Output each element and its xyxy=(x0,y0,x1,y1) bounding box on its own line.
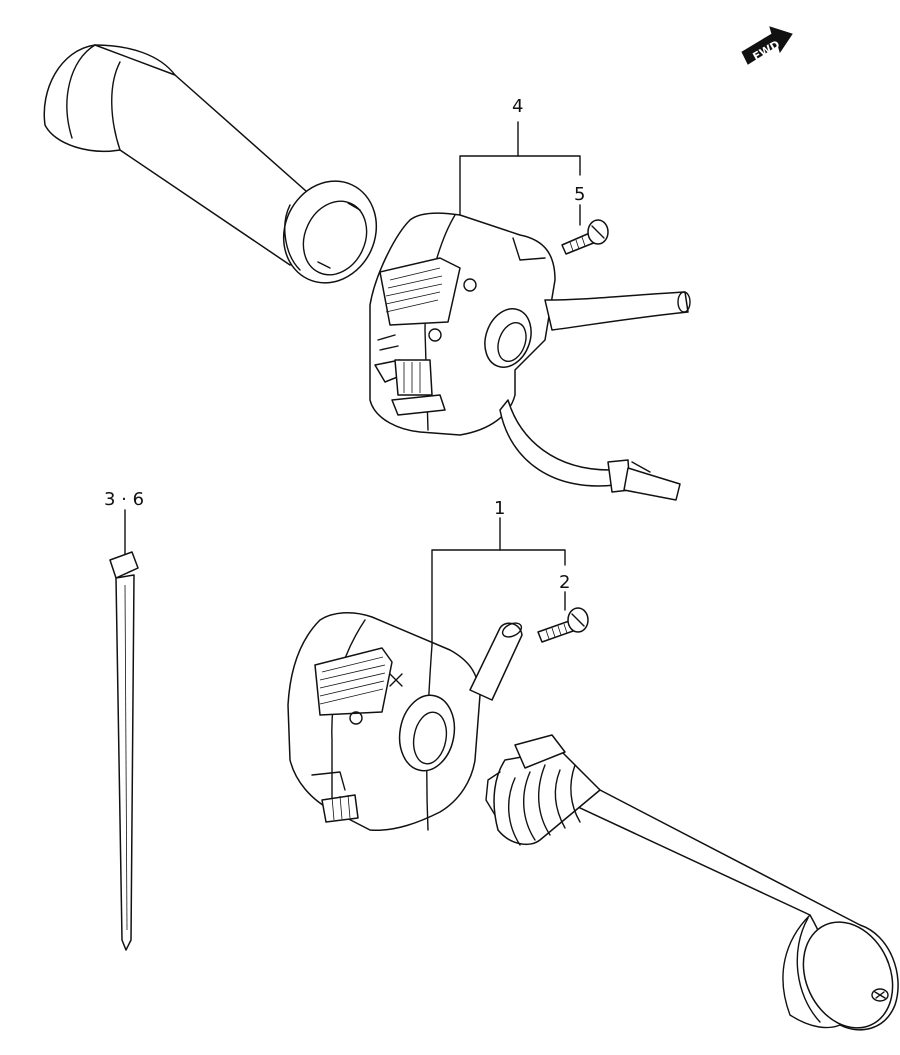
callout-label-1: 1 xyxy=(494,498,505,519)
cable-tie-part-3-6 xyxy=(109,509,139,951)
callout-label-4: 4 xyxy=(512,96,523,117)
callout-label-5: 5 xyxy=(574,184,585,205)
screw-part-2 xyxy=(537,607,589,643)
callout-leader-4 xyxy=(459,121,581,226)
right-handle-switch-assembly xyxy=(287,612,523,831)
callout-leader-1 xyxy=(431,517,566,646)
upper-wire-harness xyxy=(499,291,691,501)
fwd-arrow-icon: FWD xyxy=(741,26,793,65)
throttle-grip xyxy=(485,734,899,1031)
left-handlebar-grip xyxy=(43,44,378,284)
left-handle-switch-assembly xyxy=(369,212,556,436)
callout-label-3-6: 3 · 6 xyxy=(104,489,144,510)
screw-part-5 xyxy=(561,219,609,255)
callout-label-2: 2 xyxy=(559,572,570,593)
